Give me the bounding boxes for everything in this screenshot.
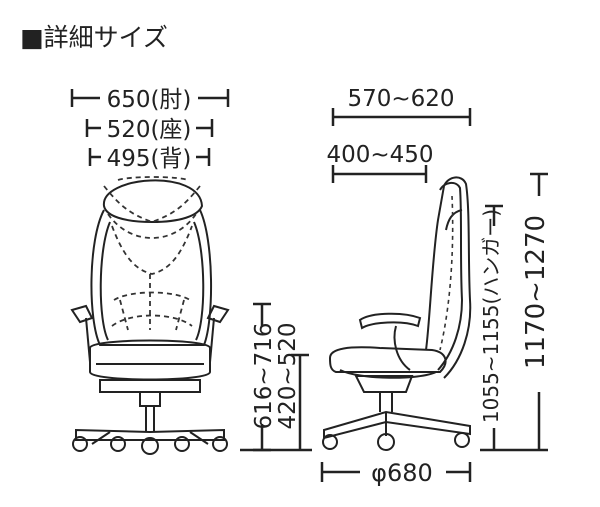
- front-back-frame: [90, 209, 213, 346]
- width-seat-label: 520(座): [107, 117, 192, 143]
- base-diameter-label: φ680: [371, 459, 433, 487]
- front-headrest: [102, 179, 204, 224]
- side-armrest: [358, 312, 422, 330]
- side-base: [323, 410, 471, 440]
- width-back-label: 495(背): [107, 146, 192, 172]
- side-back-frame: [443, 176, 472, 379]
- page-title: ■詳細サイズ: [20, 23, 168, 52]
- seat-height-label: 420~520: [275, 322, 301, 429]
- side-depth-dimensions: [331, 108, 472, 183]
- side-height-dimensions: [320, 172, 548, 482]
- side-seat: [328, 346, 447, 373]
- total-height-label: 1170~1270: [521, 215, 551, 369]
- width-armrest-label: 650(肘): [107, 87, 192, 113]
- hanger-height-label: 1055~1155(ハンガー): [479, 209, 503, 423]
- depth-overall-label: 570~620: [347, 86, 454, 112]
- armrest-height-label: 616~716: [251, 322, 277, 429]
- front-width-dimensions: [70, 89, 230, 166]
- front-left-armrest: [70, 304, 94, 324]
- chair-front-view: [70, 176, 230, 455]
- front-height-dimensions: [240, 302, 312, 452]
- front-right-armrest: [206, 304, 230, 324]
- front-seat: [89, 339, 211, 381]
- front-base: [75, 428, 225, 441]
- depth-seat-label: 400~450: [326, 142, 433, 168]
- chair-side-view: [322, 176, 472, 451]
